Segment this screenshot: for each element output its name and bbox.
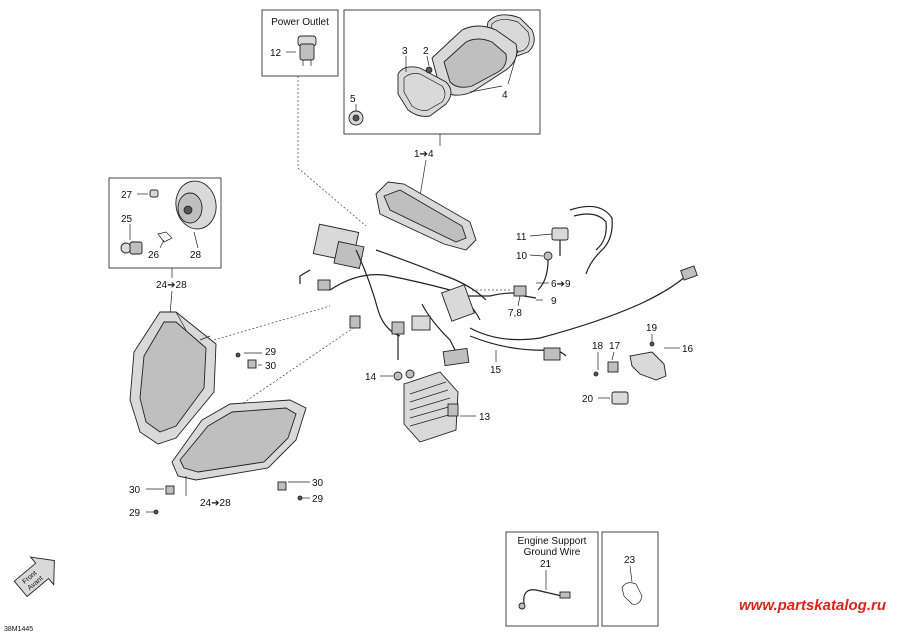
callout-20: 20 xyxy=(582,394,594,405)
callout-9: 9 xyxy=(551,296,557,307)
callout-17: 17 xyxy=(609,341,621,352)
callout-30-right: 30 xyxy=(312,478,324,489)
callout-3: 3 xyxy=(402,46,408,57)
callout-23: 23 xyxy=(624,555,636,566)
callout-15: 15 xyxy=(490,365,502,376)
callout-12: 12 xyxy=(270,48,282,59)
headlight-bulb-box: 27 25 26 28 xyxy=(108,177,222,269)
callout-10: 10 xyxy=(516,251,528,262)
callout-11: 11 xyxy=(516,232,527,243)
voltage-regulator: 13 14 15 xyxy=(365,350,502,443)
watermark: www.partskatalog.ru xyxy=(739,597,886,614)
clamp-box: 23 xyxy=(601,531,659,627)
callout-27: 27 xyxy=(121,190,133,201)
ground-wire-box: Engine Support Ground Wire 21 xyxy=(505,531,599,627)
power-outlet-box: Power Outlet 12 xyxy=(261,9,339,77)
callout-29-right: 29 xyxy=(312,494,324,505)
callout-28: 28 xyxy=(190,250,202,261)
wiring-harness xyxy=(299,181,698,367)
callout-19: 19 xyxy=(646,323,658,334)
callout-29-top: 29 xyxy=(265,347,277,358)
callout-30-top: 30 xyxy=(265,361,277,372)
callout-14: 14 xyxy=(365,372,377,383)
gauge-box: 3 2 5 4 xyxy=(343,9,541,135)
callout-6-9: 6➔9 xyxy=(551,279,571,290)
callout-24-28-bottom: 24➔28 xyxy=(200,498,231,509)
headlight-lens: 24➔28 30 29 30 29 xyxy=(129,399,324,519)
callout-29-left: 29 xyxy=(129,508,141,519)
callout-21: 21 xyxy=(540,559,552,570)
callout-5: 5 xyxy=(350,94,356,105)
callout-26: 26 xyxy=(148,250,160,261)
callout-13: 13 xyxy=(479,412,491,423)
headlight-housing: 29 30 xyxy=(129,311,277,445)
callout-16: 16 xyxy=(682,344,694,355)
power-outlet-title: Power Outlet xyxy=(271,17,329,28)
callout-18: 18 xyxy=(592,341,604,352)
ground-wire-title-2: Ground Wire xyxy=(524,547,581,558)
reference-lines xyxy=(213,76,512,413)
power-outlet-part xyxy=(297,35,317,66)
callout-25: 25 xyxy=(121,214,133,225)
callout-4: 4 xyxy=(502,90,508,101)
callout-2: 2 xyxy=(423,46,429,57)
switch-harness: 11 10 6➔9 9 7,8 xyxy=(508,205,613,319)
callout-1-4: 1➔4 xyxy=(414,149,434,160)
front-arrow: Front Avant xyxy=(13,556,55,598)
drawing-code: 38M1445 xyxy=(4,626,33,633)
ground-wire-title-1: Engine Support xyxy=(518,536,587,547)
callout-7-8: 7,8 xyxy=(508,308,522,319)
callout-24-28-top: 24➔28 xyxy=(156,280,187,291)
bracket-cluster: 18 17 19 16 20 xyxy=(582,323,694,405)
callout-30-left: 30 xyxy=(129,485,141,496)
